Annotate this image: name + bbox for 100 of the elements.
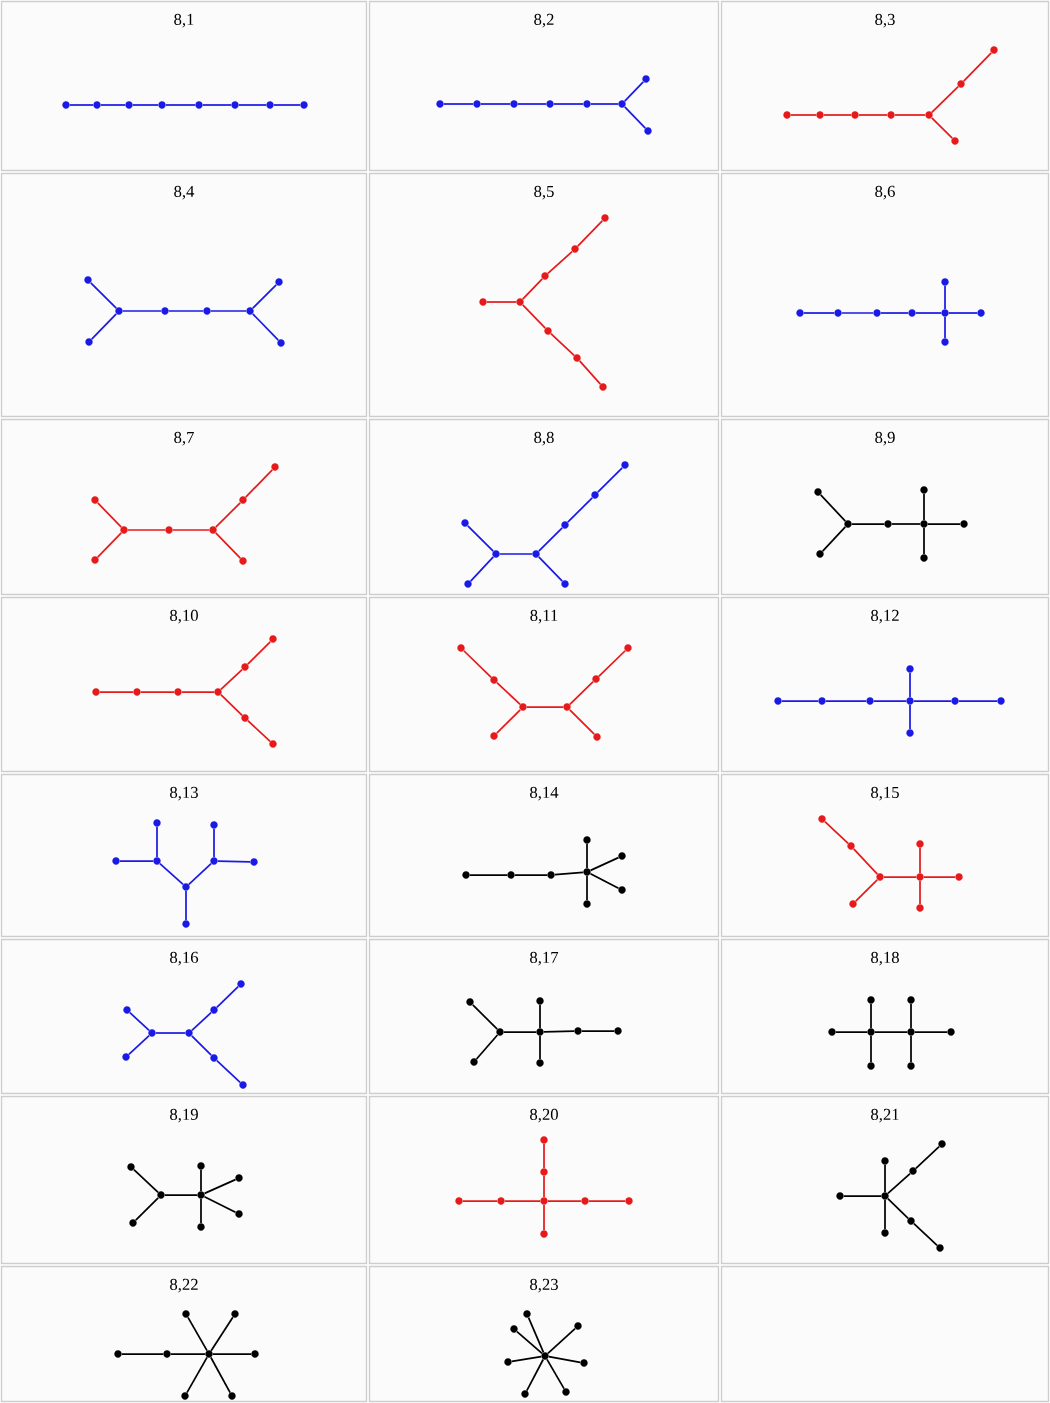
tree-edge <box>894 114 926 116</box>
grid-cell: 8,9 <box>720 418 1050 596</box>
tree-edge <box>823 114 852 116</box>
tree-edge <box>462 649 493 679</box>
grid-cell: 8,1 <box>0 0 368 172</box>
tree-edge <box>547 1200 582 1202</box>
tree-edge <box>216 1059 241 1084</box>
tree-edge <box>164 1194 198 1196</box>
tree-edge <box>589 856 620 872</box>
tree-edge <box>202 104 232 106</box>
tree-edge <box>843 1195 882 1197</box>
tree-edge <box>821 526 847 552</box>
tree-edge <box>923 527 925 555</box>
tree-edge <box>910 1035 912 1063</box>
tree-edge <box>170 1353 206 1355</box>
tree-edge <box>623 80 645 103</box>
tree-edge <box>273 104 301 106</box>
tree-edge <box>96 501 123 529</box>
tree-edge <box>588 1200 626 1202</box>
grid-cell: 8,4 <box>0 172 368 418</box>
tree-edge <box>913 700 952 702</box>
tree-edge <box>547 250 573 275</box>
grid-cell: 8,3 <box>720 0 1050 172</box>
tree-edge <box>548 1355 581 1364</box>
tree-edge <box>511 1355 542 1363</box>
tree-edge <box>210 1316 234 1352</box>
tree-edge <box>554 871 584 876</box>
tree-edge <box>89 281 118 310</box>
tree-edge <box>923 876 956 878</box>
tree-edge <box>127 529 166 531</box>
tree-edge <box>568 708 596 736</box>
tree-edge <box>930 116 954 140</box>
tree-edge <box>469 556 495 582</box>
tree-edge <box>525 1358 545 1392</box>
tree-edge <box>215 985 240 1009</box>
tree-edge <box>521 303 547 330</box>
tree-edge <box>172 529 210 531</box>
tree-edge <box>514 874 548 876</box>
tree-edge <box>566 496 594 524</box>
tree-edge <box>443 103 474 105</box>
tree-edge <box>825 700 867 702</box>
grid-cell: 8,13 <box>0 773 368 938</box>
tree-edge <box>884 1199 886 1230</box>
tree-edge <box>543 1204 545 1231</box>
tree-edge <box>128 1034 150 1056</box>
grid-cell: 8,20 <box>368 1095 720 1265</box>
tree-edge <box>887 1197 910 1220</box>
tree-edge <box>203 1178 237 1195</box>
grid-cell: 8,23 <box>368 1265 720 1403</box>
tree-edge <box>219 693 244 717</box>
tree-edge <box>909 672 911 698</box>
tree-edge <box>537 555 564 583</box>
tree-edge <box>122 310 162 312</box>
tree-edge <box>190 1034 213 1057</box>
tree-edge <box>527 1316 545 1354</box>
tree-edge <box>119 860 154 862</box>
tree-edge <box>550 332 575 357</box>
grid-cell: 8,19 <box>0 1095 368 1265</box>
grid-cell: 8,22 <box>0 1265 368 1403</box>
tree-edge <box>596 466 624 494</box>
tree-edge <box>165 104 196 106</box>
tree-edge <box>790 114 817 116</box>
grid-cell: 8,11 <box>368 596 720 773</box>
tree-edge <box>781 700 819 702</box>
tree-edge <box>590 103 619 105</box>
tree-edge <box>858 114 888 116</box>
tree-edge <box>841 312 874 314</box>
grid-cell: 8,8 <box>368 418 720 596</box>
tree-edge <box>589 872 620 890</box>
tree-edge <box>504 1200 541 1202</box>
tree-edge <box>927 523 961 525</box>
tree-edge <box>462 1200 498 1202</box>
tree-edge <box>516 1330 543 1355</box>
tree-edge <box>553 103 584 105</box>
tree-edge <box>851 523 885 525</box>
tree-edge <box>187 1316 208 1352</box>
tree-edge <box>247 719 271 743</box>
tree-edge <box>537 526 564 553</box>
grid-cell: 8,5 <box>368 172 720 418</box>
tree-edge <box>874 1031 908 1033</box>
tree-edge <box>581 1030 615 1032</box>
tree-edge <box>884 1164 886 1193</box>
tree-edge <box>191 1011 212 1032</box>
grid-cell: 8,21 <box>720 1095 1050 1265</box>
tree-edge <box>870 1035 872 1063</box>
tree-edge <box>547 1327 576 1355</box>
grid-cell: 8,17 <box>368 938 720 1095</box>
grid-cell: 8,2 <box>368 0 720 172</box>
tree-edge <box>517 103 547 105</box>
tree-edge <box>854 878 879 903</box>
tree-edge <box>597 649 627 678</box>
tree-edge <box>186 1356 208 1394</box>
tree-edge <box>480 103 511 105</box>
tree-edge <box>185 890 187 921</box>
tree-edge <box>156 826 158 858</box>
tree-edge <box>200 1169 202 1192</box>
grid-cell: 8,16 <box>0 938 368 1095</box>
tree-edge <box>495 708 522 735</box>
tree-edge <box>568 680 595 706</box>
tree-edge <box>891 523 921 525</box>
